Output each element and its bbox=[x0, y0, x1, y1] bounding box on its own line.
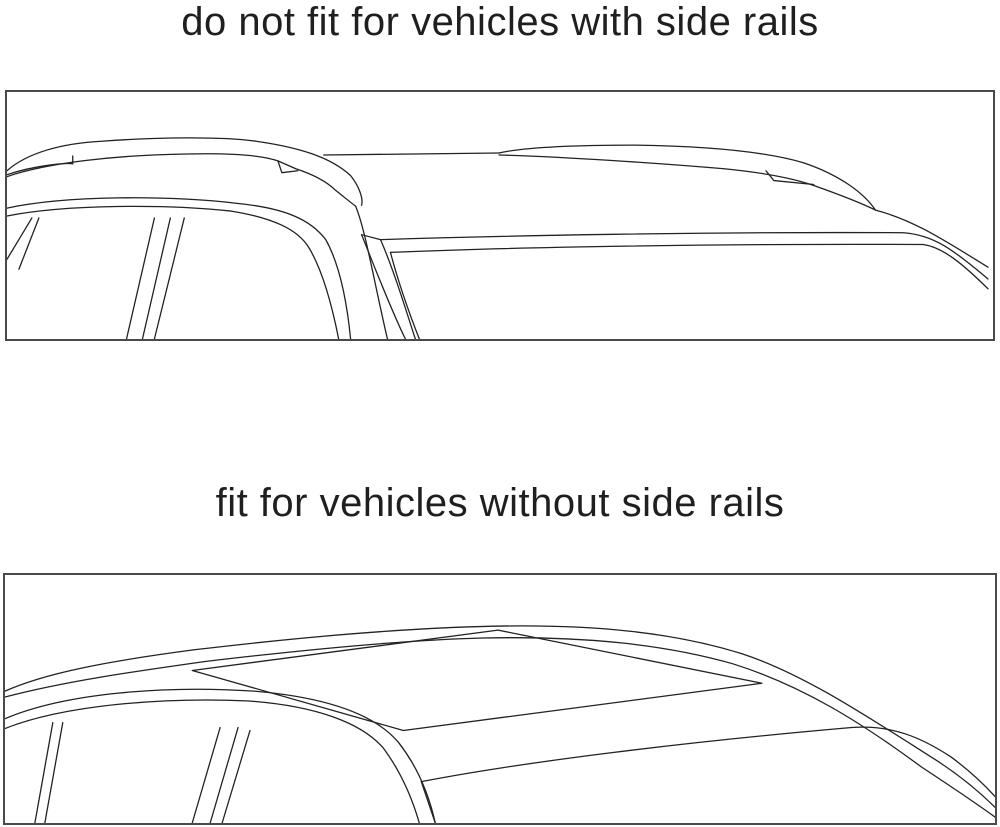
car-roof-without-side-rails-drawing bbox=[5, 625, 995, 823]
caption-fit: fit for vehicles without side rails bbox=[215, 481, 785, 525]
illustration-roof-with-side-rails bbox=[5, 90, 995, 341]
rear-side-rail bbox=[498, 144, 877, 211]
front-side-rail bbox=[7, 137, 363, 207]
body-outline bbox=[5, 688, 995, 823]
roof-outline bbox=[5, 625, 995, 818]
roof-rear-slope bbox=[874, 209, 989, 268]
caption-not-fit: do not fit for vehicles with side rails bbox=[181, 0, 819, 44]
body-outline bbox=[7, 197, 989, 339]
sunroof bbox=[191, 629, 763, 732]
door-pillars bbox=[34, 721, 251, 823]
illustration-roof-without-side-rails bbox=[3, 573, 997, 825]
door-pillars bbox=[7, 217, 185, 339]
car-roof-with-side-rails-drawing bbox=[7, 137, 989, 339]
roof-edge bbox=[323, 152, 500, 156]
